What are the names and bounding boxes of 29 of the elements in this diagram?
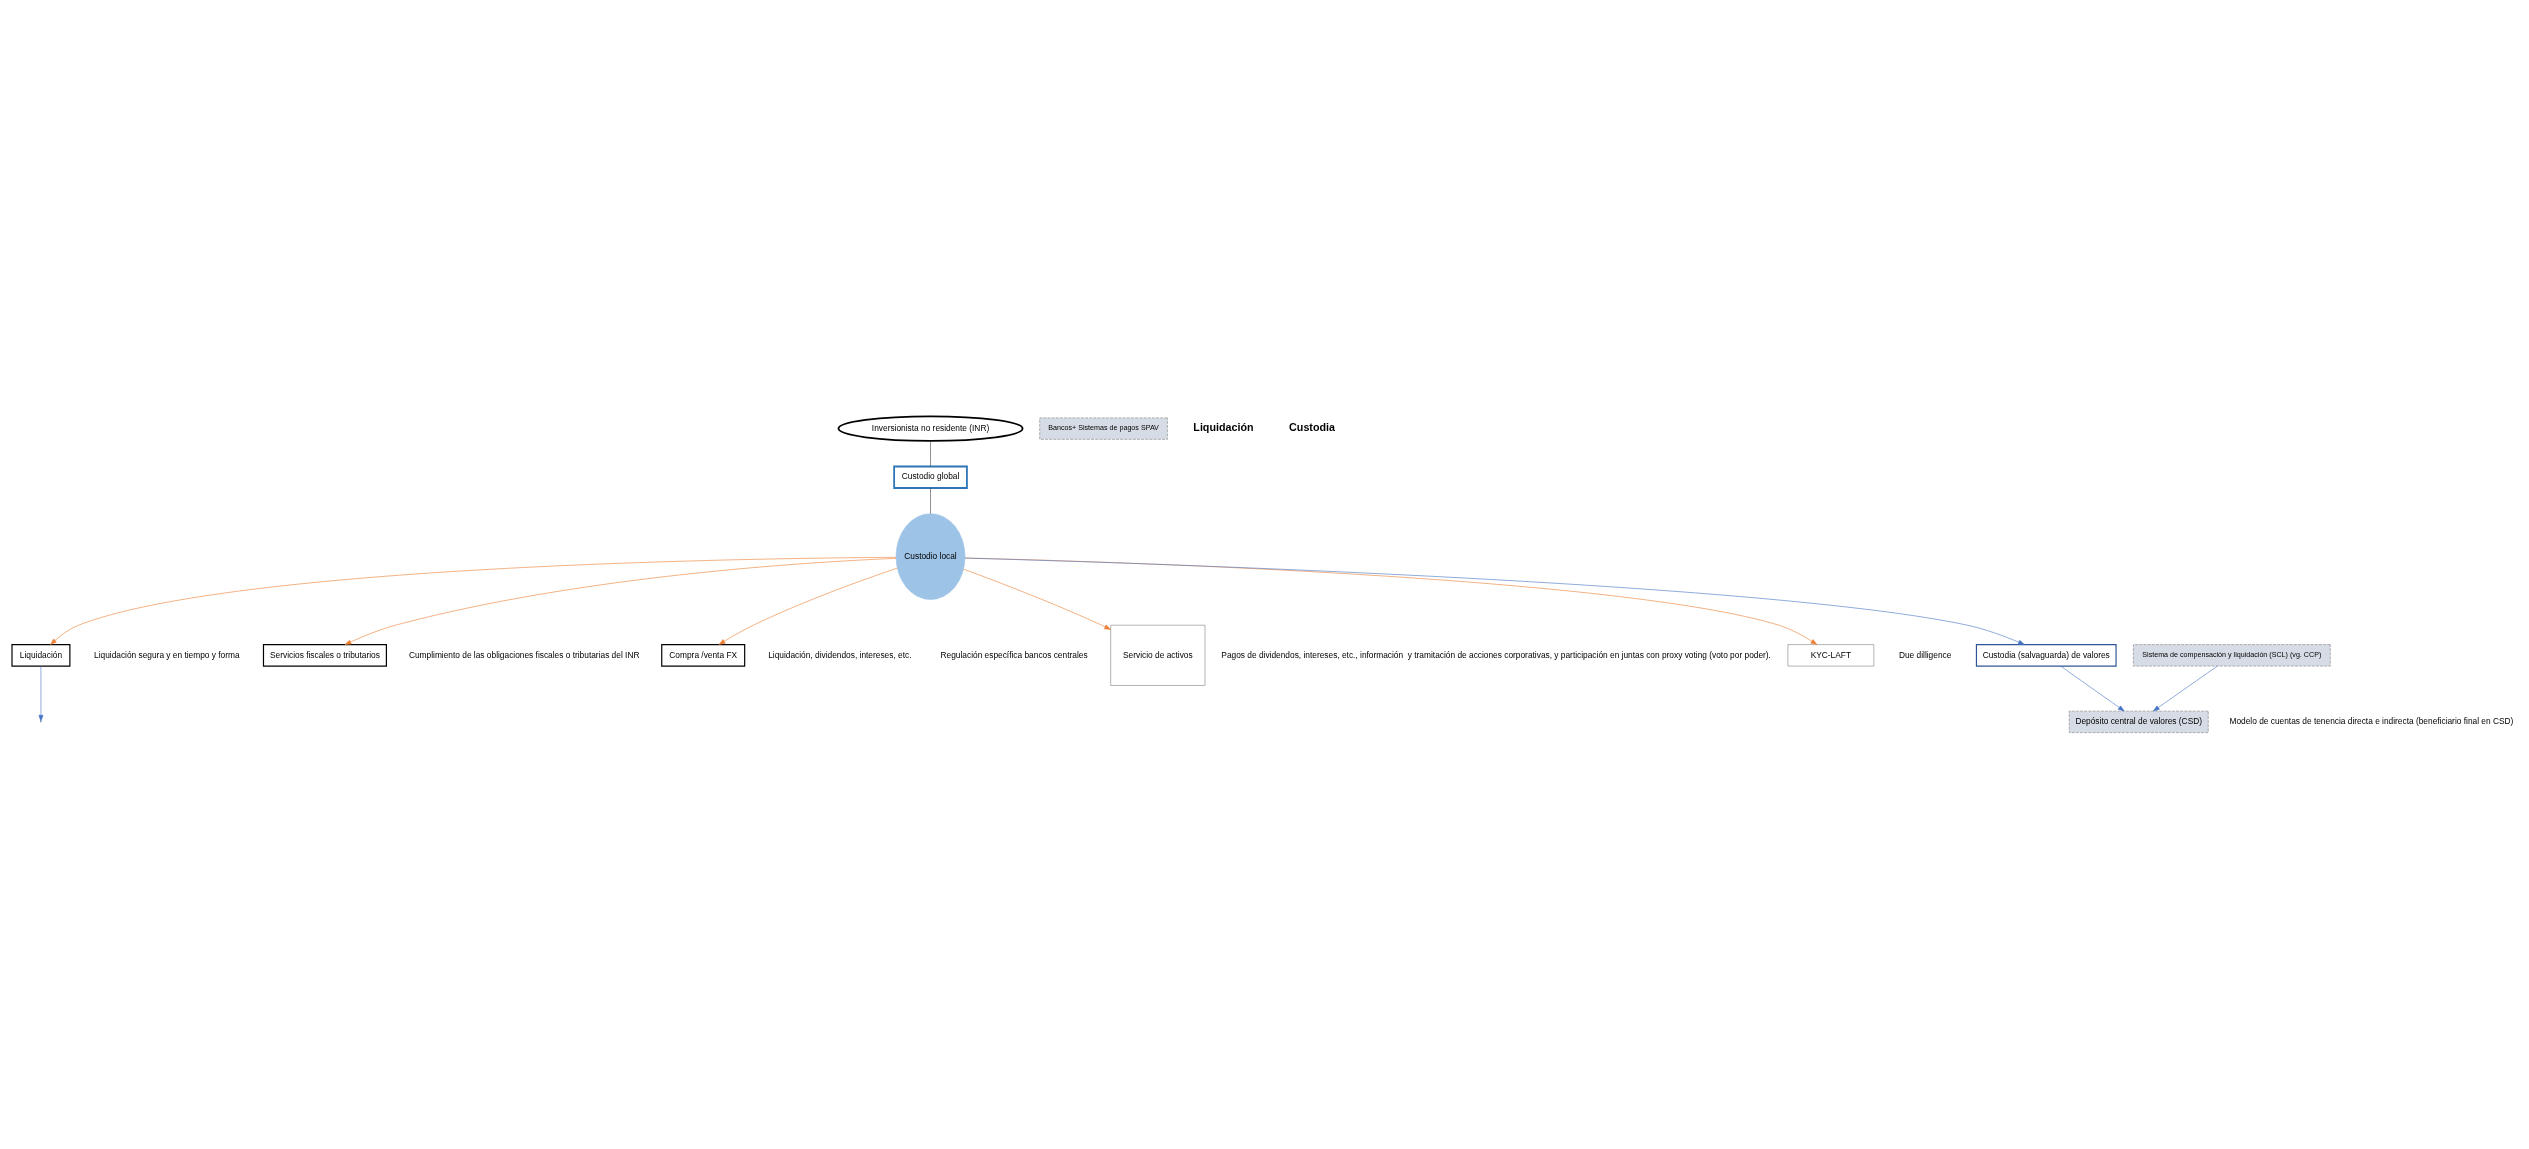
arrow — [718, 567, 898, 645]
arrow — [344, 558, 897, 645]
node-label: Liquidación, dividendos, intereses, etc. — [768, 649, 912, 660]
node-box: Servicio de activos — [1110, 624, 1206, 686]
node-ellipse: Inversionista no residente (INR) — [837, 415, 1024, 442]
node-box: Custodio global — [893, 465, 968, 489]
arrow — [963, 568, 1111, 630]
node-label: Due dilligence — [1898, 649, 1952, 660]
node-box: Liquidación — [11, 644, 71, 667]
node-label: Modelo de cuentas de tenencia directa e indirecta (beneficiario final en CSD) — [2229, 716, 2514, 727]
label: Liquidación — [1193, 420, 1254, 433]
arrow — [964, 557, 2025, 645]
arrow — [38, 665, 44, 722]
node-label: Pagos de dividendos, intereses, etc., información y tramitación de acciones corporativas, y participación en juntas con proxy voting (voto por poder). — [1221, 649, 1771, 660]
node-box: KYC-LAFT — [1787, 644, 1875, 667]
node-box: Depósito central de valores (CSD) — [2068, 710, 2209, 733]
arrow — [2153, 665, 2218, 712]
node-box: Servicios fiscales o tributarios — [262, 644, 387, 667]
node-box: Compra /venta FX — [661, 644, 746, 667]
arrow — [2060, 665, 2125, 712]
node-ellipse: Custodio local — [895, 513, 966, 600]
node-box: Custodia (salvaguarda) de valores — [1975, 644, 2117, 667]
node-label: Liquidación segura y en tiempo y forma — [94, 649, 240, 660]
arrow — [50, 557, 897, 645]
connector — [930, 487, 931, 514]
connector — [930, 440, 931, 467]
node-label: Cumplimiento de las obligaciones fiscales o tributarias del INR — [408, 649, 640, 660]
label: Custodia — [1289, 420, 1335, 433]
node-label: Regulación específica bancos centrales — [940, 649, 1088, 660]
